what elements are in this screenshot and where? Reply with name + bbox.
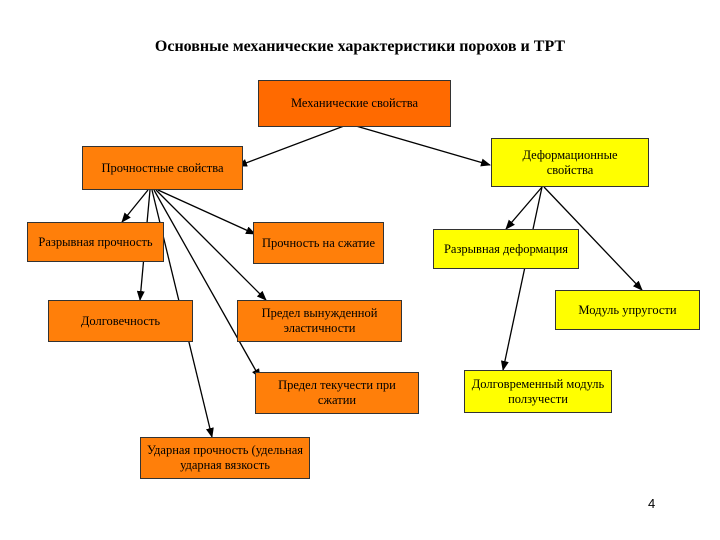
- node-tensile-deformation: Разрывная деформация: [433, 229, 579, 269]
- slide-title: Основные механические характеристики пор…: [154, 38, 566, 55]
- node-label: Предел текучести при сжатии: [278, 378, 396, 407]
- node-strength-properties: Прочностные свойства: [82, 146, 243, 190]
- node-deformation-properties: Деформационные свойства: [491, 138, 649, 187]
- arrow-mech-to-strength: [237, 125, 345, 167]
- arrow-strength-to-yield: [153, 189, 261, 379]
- node-label: Деформационные свойства: [522, 147, 618, 177]
- node-label: Долговечность: [80, 313, 161, 328]
- node-elastic-modulus: Модуль упругости: [555, 290, 700, 330]
- arrow-strength-to-compression: [157, 189, 256, 235]
- arrow-deform-to-tensile-deform: [505, 186, 543, 230]
- node-long-term-creep-modulus: Долговременный модуль ползучести: [464, 370, 612, 413]
- node-compressive-yield-limit: Предел текучести при сжатии: [255, 372, 419, 414]
- node-label: Предел вынужденной эластичности: [261, 306, 378, 335]
- arrow-deform-to-creep: [500, 186, 543, 371]
- node-durability: Долговечность: [48, 300, 193, 342]
- node-label: Ударная прочность (удельная ударная вязк…: [146, 443, 304, 472]
- node-mechanical-properties: Механические свойства: [258, 80, 451, 127]
- arrow-mech-to-deform: [355, 125, 491, 167]
- arrow-deform-to-modulus: [543, 186, 643, 291]
- node-label: Долговременный модуль ползучести: [471, 376, 605, 406]
- node-label: Прочностные свойства: [101, 160, 224, 175]
- node-tensile-strength: Разрывная прочность: [27, 222, 164, 262]
- node-label: Модуль упругости: [578, 302, 677, 317]
- arrow-strength-to-tensile: [121, 189, 149, 223]
- node-label: Механические свойства: [290, 96, 419, 110]
- node-label: Разрывная прочность: [38, 234, 153, 249]
- node-impact-strength: Ударная прочность (удельная ударная вязк…: [140, 437, 310, 479]
- node-label: Прочность на сжатие: [261, 235, 376, 250]
- arrow-strength-to-forced-elast: [155, 189, 267, 301]
- node-forced-elasticity-limit: Предел вынужденной эластичности: [237, 300, 402, 342]
- node-compression-strength: Прочность на сжатие: [253, 222, 384, 264]
- page-number: 4: [648, 496, 656, 511]
- node-label: Разрывная деформация: [443, 241, 569, 256]
